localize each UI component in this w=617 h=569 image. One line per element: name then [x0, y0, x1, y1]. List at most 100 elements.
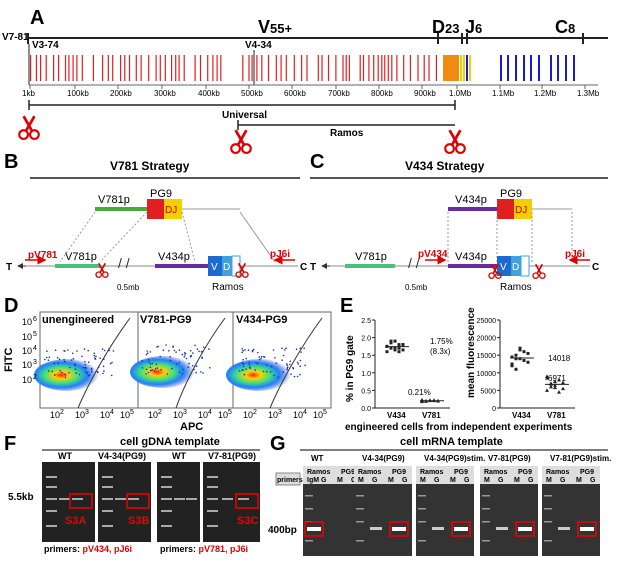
scale-tick-label: 300kb — [154, 89, 176, 98]
flow-event — [183, 356, 186, 358]
flow-event — [61, 371, 63, 374]
flow-event — [54, 349, 57, 352]
v-gene-bar — [301, 55, 303, 81]
v-gene-bar — [381, 55, 383, 81]
panel-C-label: C — [310, 151, 324, 173]
g-band — [558, 527, 570, 530]
e-point — [393, 346, 397, 350]
flow-event — [198, 350, 200, 353]
flow-event — [75, 372, 77, 374]
g-sub-ramos: Ramos — [307, 469, 330, 476]
f-marker: 5.5kb — [8, 492, 34, 503]
g-header — [354, 466, 412, 484]
g-ladder-band — [544, 540, 552, 542]
gel-band — [46, 498, 57, 500]
flow-event — [59, 370, 61, 372]
svg-text:D: D — [512, 262, 519, 273]
e-xcat: V434 — [387, 411, 406, 420]
g-ladder-band — [482, 495, 490, 497]
scale-tick-label: 200kb — [110, 89, 132, 98]
flow-event — [255, 361, 257, 364]
gel-band — [186, 498, 197, 500]
e-left-ylabel: % in PG9 gate — [345, 335, 356, 402]
flow-event — [111, 361, 113, 364]
flow-event — [103, 349, 106, 352]
v-gene-bar — [53, 55, 55, 81]
flow-event — [182, 368, 184, 371]
flow-xtick: 10 — [218, 410, 228, 420]
pg9-label: PG9 — [150, 188, 172, 200]
v-gene-bar — [396, 55, 398, 81]
v-gene-bar — [199, 55, 202, 81]
e-point — [389, 339, 393, 343]
flow-event — [56, 357, 59, 359]
flow-event — [149, 363, 152, 365]
g-header — [542, 466, 600, 484]
panel-F-label: F — [4, 433, 16, 455]
flow-event — [284, 349, 286, 351]
e-point — [545, 374, 549, 378]
v-gene-bar — [306, 55, 308, 81]
flow-event — [53, 362, 56, 365]
scissors-icon — [230, 128, 252, 154]
flow-event — [254, 369, 256, 371]
v-gene-bar — [171, 55, 173, 81]
g-lane-label: M — [358, 477, 364, 484]
v-gene-bar — [175, 55, 177, 81]
gel-band — [161, 486, 172, 488]
flow-event — [149, 351, 152, 353]
flow-event — [51, 370, 53, 373]
flow-event — [286, 367, 289, 369]
v-gene-bar — [216, 55, 218, 81]
v-gene-bar — [155, 55, 157, 81]
gel-band — [207, 525, 218, 527]
flow-event — [289, 360, 292, 363]
e-point — [526, 351, 530, 355]
flow-event — [184, 352, 187, 355]
flow-event — [290, 373, 292, 376]
v-gene-bar — [267, 55, 270, 81]
flow-event — [248, 366, 251, 369]
flow-event — [252, 348, 255, 351]
flow-event — [173, 349, 176, 352]
flow-event — [151, 362, 154, 365]
flow-event — [241, 348, 244, 350]
gel-band — [102, 498, 113, 500]
c-gene-bar — [557, 55, 559, 81]
flow-event — [241, 369, 244, 371]
gel-band — [46, 525, 57, 527]
flow-event — [247, 349, 250, 351]
e-ann1: 1.75% — [430, 337, 453, 346]
g-ladder-band — [305, 540, 313, 542]
v-gene-bar — [242, 55, 244, 81]
scale-tick-label: 1kb — [22, 89, 35, 98]
v-gene-bar — [345, 55, 347, 81]
flow-event — [93, 352, 95, 355]
flow-event — [112, 350, 115, 352]
g-lane-label: M — [337, 477, 343, 484]
gel-band — [174, 498, 185, 500]
flow-xtick: 10 — [173, 410, 183, 420]
flow-event — [202, 372, 204, 374]
flow-event — [201, 356, 203, 359]
flow-event — [74, 364, 76, 367]
g-sub-pg9: PG9 — [518, 469, 532, 476]
flow-event — [156, 367, 159, 369]
v-gene-bar — [423, 55, 425, 81]
v-gene-bar — [135, 55, 137, 81]
c-gene-bar — [550, 55, 552, 81]
flow-ytick: 10 — [22, 360, 32, 370]
scale-tick-label: 700kb — [328, 89, 350, 98]
flow-event — [248, 363, 251, 366]
flow-xtick-exp: 2 — [60, 409, 64, 416]
gel-band — [102, 510, 113, 512]
g-ladder-band — [356, 521, 364, 523]
v-gene-bar — [64, 55, 67, 81]
scale-tick-label: 1.3Mb — [577, 89, 600, 98]
gel-band — [161, 476, 172, 478]
flow-event — [244, 349, 246, 351]
flow-event — [85, 371, 87, 373]
svg-text:pJ6i: pJ6i — [565, 249, 585, 260]
flow-event — [97, 371, 99, 374]
svg-text:DJ: DJ — [165, 205, 177, 216]
